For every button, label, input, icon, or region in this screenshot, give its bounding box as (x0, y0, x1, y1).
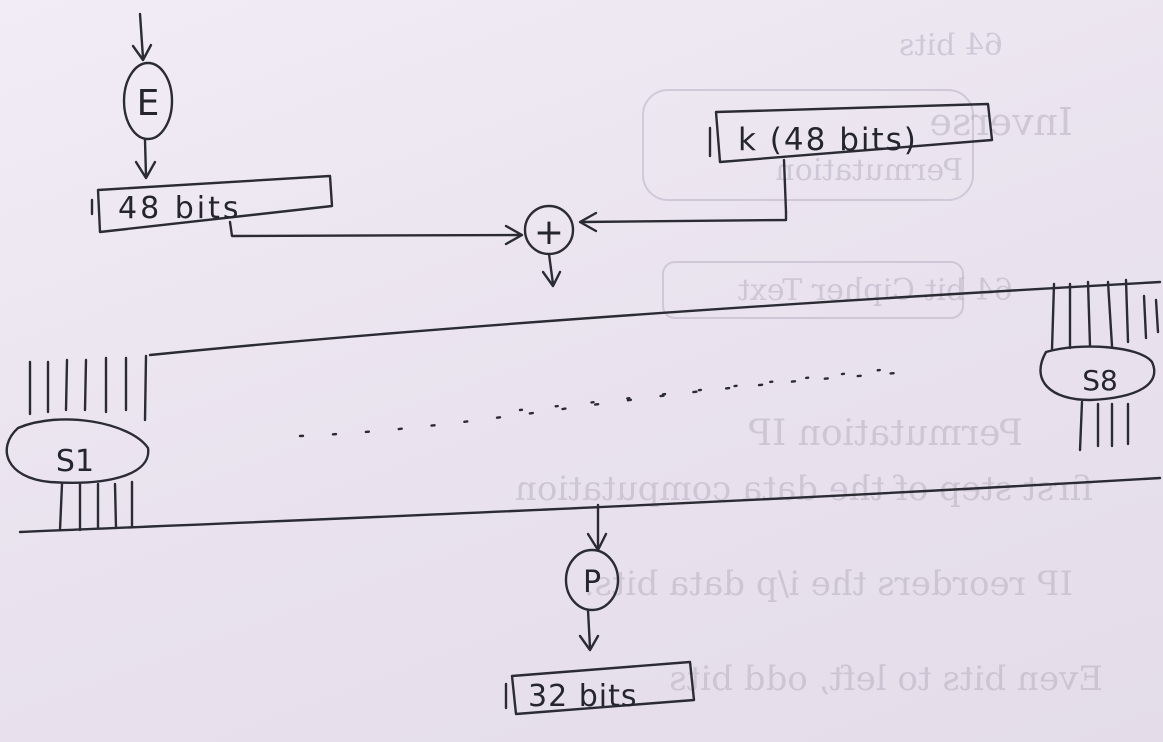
output-block-label: 32 bits (528, 679, 637, 714)
expansion-oval (122, 61, 174, 141)
s1-oval (5, 418, 150, 484)
input-arrow-head (131, 43, 153, 62)
bleed-line-6: first step of the data computation (515, 469, 1093, 509)
expanded-to-xor-head (504, 224, 524, 246)
input-arrow-line (138, 12, 145, 60)
bleed-line-5: Permutation IP (748, 413, 1023, 454)
sbox-band-top-line (148, 280, 1162, 357)
bleed-line-7: IP reorders the i/p data bits. (584, 564, 1073, 604)
xor-symbol: + (534, 212, 564, 253)
s8-output-lines (1078, 400, 1130, 452)
sbox-dots-upper (518, 366, 902, 412)
xor-down-head (541, 270, 562, 288)
bleed-box-1 (642, 89, 974, 201)
s8-label: S8 (1082, 364, 1118, 397)
key-block-box (714, 102, 994, 164)
bleed-line-2: Inverse (929, 100, 1073, 144)
p-to-output-head (578, 634, 600, 652)
key-to-xor-head (578, 211, 598, 233)
key-to-xor-line (580, 210, 788, 224)
bleed-line-4: 64 bit Cipher Text (738, 273, 1013, 308)
sbox-dots-lower (298, 370, 907, 438)
expanded-to-xor-line (228, 220, 522, 238)
expanded-block-box (96, 174, 334, 234)
bleed-line-8: Even bits to left, odd bits (669, 659, 1103, 699)
bleed-line-3: Permutation (775, 153, 963, 188)
output-block-box (510, 660, 696, 716)
permutation-oval (564, 548, 620, 612)
expansion-label: E (137, 83, 160, 124)
s8-input-lines (1050, 278, 1160, 352)
s1-input-lines (28, 354, 148, 422)
key-drop-line (782, 158, 788, 214)
bleed-box-2 (662, 261, 964, 319)
expanded-block-label: 48 bits (118, 191, 241, 226)
bleed-through-layer: 64 bits Inverse Permutation 64 bit Ciphe… (515, 28, 1103, 699)
expansion-arrow-head (134, 160, 157, 180)
expansion-arrow-line (143, 138, 148, 178)
sbox-band-bottom-line (18, 476, 1162, 534)
bleed-line-1: 64 bits (899, 28, 1003, 63)
s8-oval (1039, 345, 1156, 402)
permutation-label: P (583, 565, 601, 600)
s1-label: S1 (56, 444, 94, 479)
s1-output-lines (58, 480, 134, 532)
xor-down-line (547, 252, 555, 286)
p-to-output-line (586, 608, 592, 650)
key-block-label: k (48 bits) (738, 122, 918, 158)
